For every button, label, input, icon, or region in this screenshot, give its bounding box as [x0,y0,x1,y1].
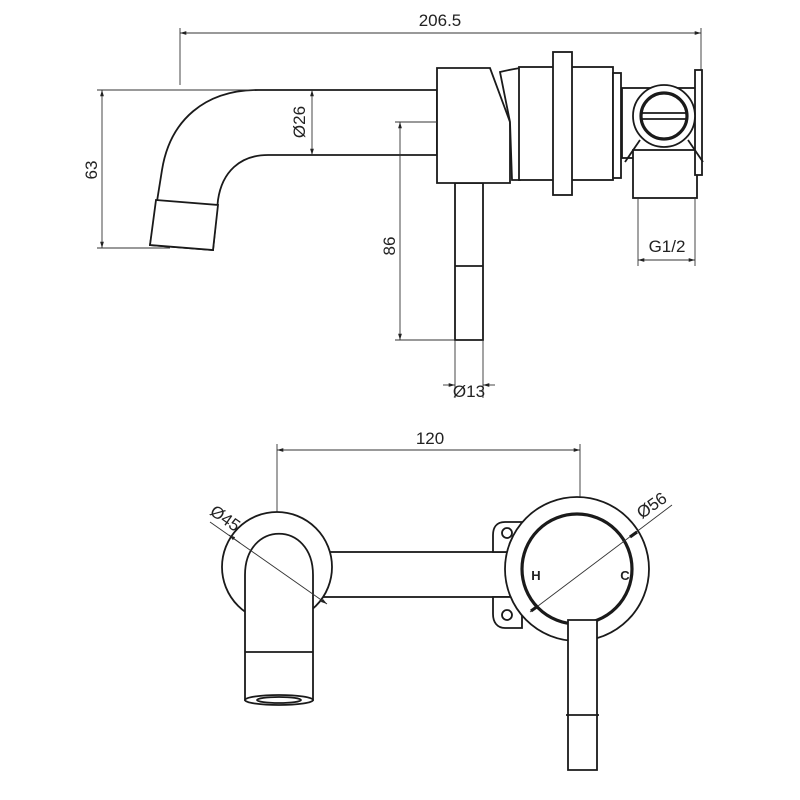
dimension-spout-height: 63 [82,89,255,249]
centre-distance-label: 120 [416,429,444,448]
dimension-spout-diameter: Ø26 [290,90,314,155]
front-view: 120 Ø45 H C [207,429,673,771]
handle-lever [454,182,484,341]
connecting-bar [319,551,521,598]
handle-escutcheon: H C [504,496,650,642]
hot-mark: H [531,568,540,583]
dimension-centre-distance: 120 [276,429,581,515]
handle-drop-label: 86 [380,237,399,256]
dimension-handle-drop: 86 [380,121,455,341]
spout-height-label: 63 [82,161,101,180]
handle-lever-front [566,619,599,771]
dimension-handle-diameter: Ø13 [443,340,495,401]
handle-plate-diameter-label: Ø56 [633,488,670,522]
spout [148,89,438,251]
overall-length-label: 206.5 [419,11,462,30]
spout-diameter-label: Ø26 [290,106,309,138]
side-view: 206.5 63 Ø26 [82,11,704,401]
handle-diameter-label: Ø13 [453,382,485,401]
mixer-body [436,51,704,199]
cold-mark: C [620,568,630,583]
thread-label: G1/2 [649,237,686,256]
dimension-overall-length: 206.5 [179,11,702,95]
spout-escutcheon [221,511,333,706]
dimension-thread: G1/2 [637,198,696,266]
